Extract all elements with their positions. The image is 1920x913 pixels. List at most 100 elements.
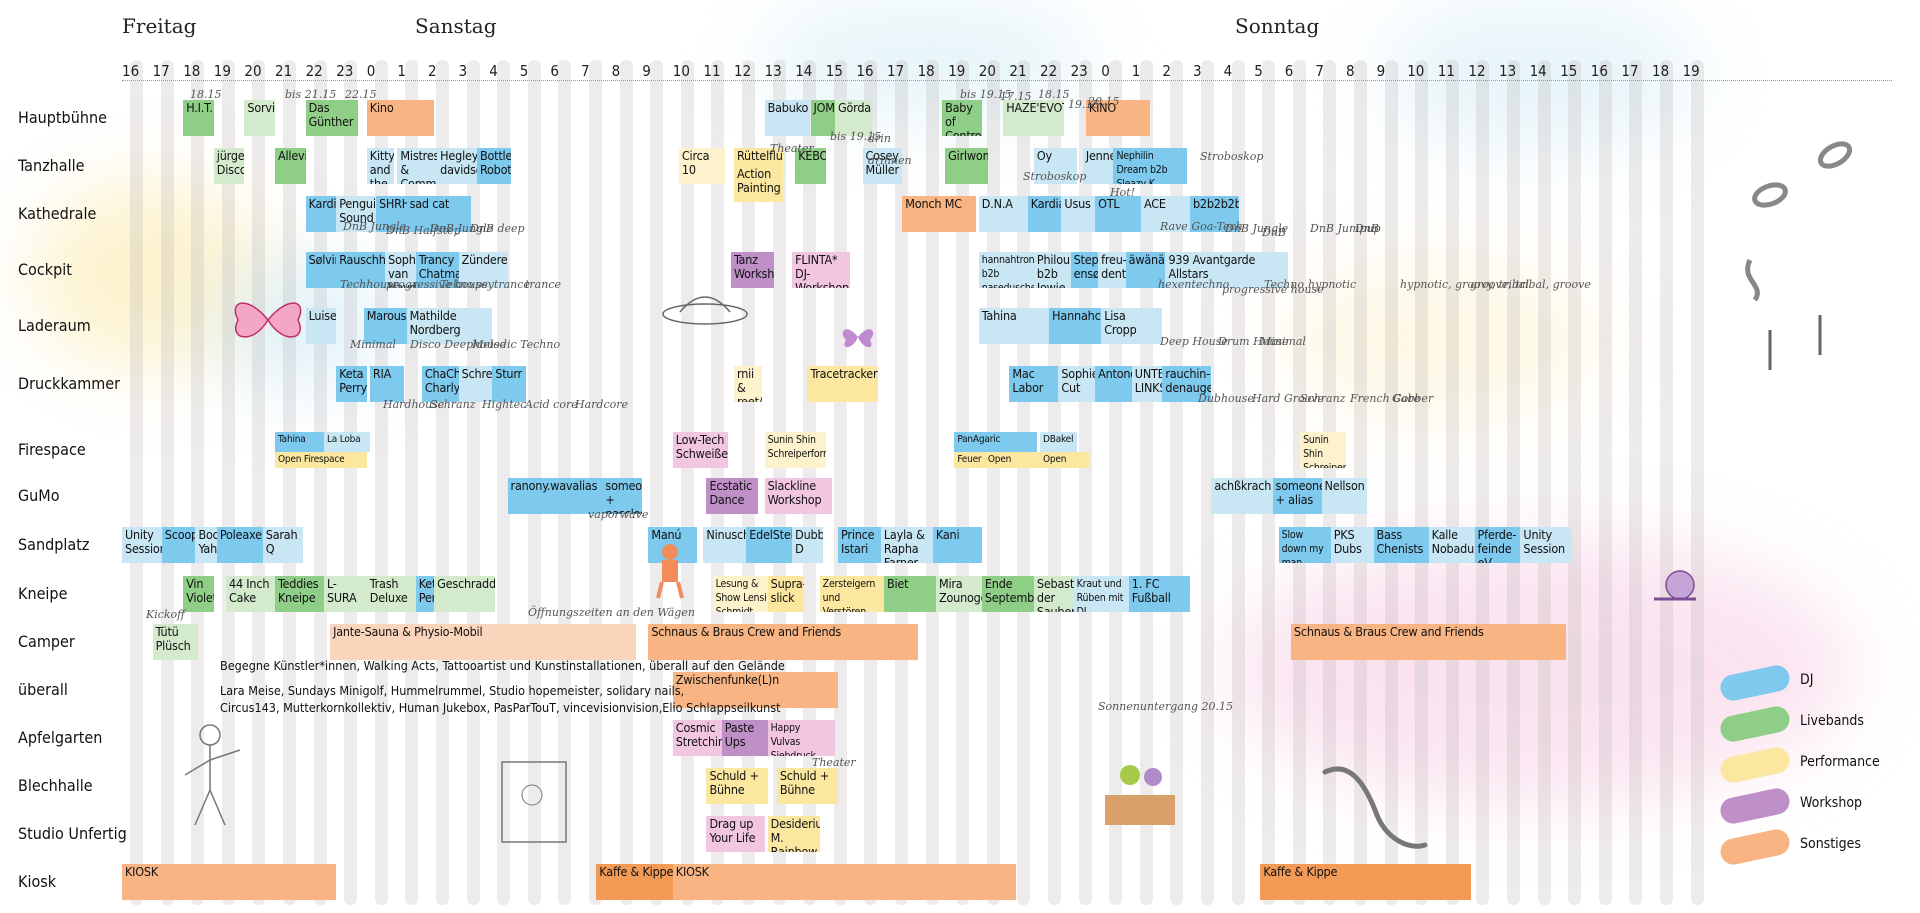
event-block[interactable]: rauchin-denaugen [1162, 366, 1212, 402]
event-block[interactable]: Luise [305, 308, 337, 344]
event-block[interactable]: Layla & Rapha Farner [880, 527, 933, 563]
event-block[interactable]: Desiderius M. Rainbow [767, 816, 820, 852]
event-block[interactable]: Das Günther [305, 100, 358, 136]
event-block[interactable]: Steph-ensøn [1070, 252, 1099, 288]
event-block[interactable]: RIA [369, 366, 404, 402]
event-block[interactable]: UNTEN-LINKS [1131, 366, 1166, 402]
event-block[interactable]: ChaCha Charly [421, 366, 459, 402]
event-block[interactable]: Tütü Plüsch [152, 624, 199, 660]
event-block[interactable]: Trash Deluxe [366, 576, 416, 612]
event-block[interactable]: rnii & reet/ Keflér [734, 366, 762, 402]
event-block[interactable]: Trancy Chatman [415, 252, 459, 288]
event-block[interactable]: Babuko [764, 100, 811, 136]
event-block[interactable]: Antonov [1095, 366, 1132, 402]
event-block[interactable]: äwänä [1125, 252, 1166, 288]
event-block[interactable]: Low-Tech Schweißen [672, 432, 728, 468]
event-block[interactable]: Jante-Sauna & Physio-Mobil [330, 624, 637, 660]
event-block[interactable]: Sunin Shin Schreiperformance [1300, 432, 1346, 468]
event-block[interactable]: Bass Chenists [1373, 527, 1429, 563]
event-block[interactable]: Hegley-davidson [437, 148, 477, 184]
event-block[interactable]: Nephilin Dream b2b Sleazy K [1113, 148, 1187, 184]
event-block[interactable]: Kino [366, 100, 435, 136]
event-block[interactable]: Monch MC [902, 196, 976, 232]
event-block[interactable]: Vin Violet [183, 576, 214, 612]
event-block[interactable]: Pferde-feinde eV. [1474, 527, 1521, 563]
event-block[interactable]: Kardia [305, 196, 337, 232]
event-block[interactable]: hannahtronica b2b nasedusche [978, 252, 1034, 288]
event-block[interactable]: Schnaus & Braus Crew and Friends [1290, 624, 1567, 660]
event-block[interactable]: Poleaxe [216, 527, 263, 563]
event-block[interactable]: Schuld + Bühne [706, 768, 768, 804]
event-block[interactable]: Feuer show [954, 451, 985, 468]
event-block[interactable]: Maroush [363, 308, 407, 344]
event-block[interactable]: Supra-slick [767, 576, 805, 612]
event-block[interactable]: Usus [1061, 196, 1096, 232]
event-block[interactable]: KINO [1085, 100, 1151, 136]
event-block[interactable]: La Loba [323, 432, 370, 452]
event-block[interactable]: Circa 10 [678, 148, 725, 184]
event-block[interactable]: Nellson [1321, 478, 1368, 514]
event-block[interactable]: 939 Avantgarde Allstars [1165, 252, 1288, 288]
event-block[interactable]: Cosmic Stretching [672, 720, 722, 756]
event-block[interactable]: Open Firespace [984, 451, 1040, 468]
event-block[interactable]: Kardia [1027, 196, 1062, 232]
event-block[interactable]: Sebastian der Saubere [1033, 576, 1074, 612]
event-block[interactable]: Ende September [981, 576, 1034, 612]
event-block[interactable]: Prince Istari [838, 527, 881, 563]
event-block[interactable]: Lisa Cropp [1101, 308, 1163, 344]
event-block[interactable]: Alleviated [275, 148, 306, 184]
event-block[interactable]: Baby of Control [942, 100, 982, 136]
event-block[interactable]: PKS Dubs [1330, 527, 1374, 563]
event-block[interactable]: ranony.wavalias [507, 478, 603, 514]
event-block[interactable]: Tahina [978, 308, 1050, 344]
event-block[interactable]: Unity Session [122, 527, 162, 563]
event-block[interactable]: Cosey Müller [862, 148, 903, 184]
event-block[interactable]: OTL [1095, 196, 1141, 232]
event-block[interactable]: Mathilde Nordberg [406, 308, 493, 344]
event-block[interactable]: Sturr [492, 366, 526, 402]
event-block[interactable]: jürgens DiscoTreff [213, 148, 245, 184]
event-block[interactable]: someone + nasclos [602, 478, 643, 514]
event-block[interactable]: KIOSK [672, 864, 1016, 900]
event-block[interactable]: Zünderella [458, 252, 508, 288]
event-block[interactable]: Jenne [1082, 148, 1114, 184]
event-block[interactable]: JOMÉE [810, 100, 837, 136]
event-block[interactable]: Sophie van Hayden [385, 252, 416, 288]
event-block[interactable]: FLINTA* DJ-Workshop [792, 252, 851, 288]
event-block[interactable]: Rauschhaus [336, 252, 386, 288]
event-block[interactable]: Philou b2b Jowie [1033, 252, 1071, 288]
event-block[interactable]: Kitty and the Cat [366, 148, 395, 184]
event-block[interactable]: Slow down my man, looking good [1278, 527, 1331, 563]
event-block[interactable]: 44 Inch Cake [226, 576, 275, 612]
event-block[interactable]: H.I.T. [183, 100, 214, 136]
event-block[interactable]: HAZE'EVOT [1003, 100, 1065, 136]
event-block[interactable]: EdelSteini [746, 527, 793, 563]
event-block[interactable]: Hannahconda [1049, 308, 1102, 344]
event-block[interactable]: Girlwoman [945, 148, 988, 184]
event-block[interactable]: SHRH [375, 196, 407, 232]
event-block[interactable]: KIOSK [122, 864, 337, 900]
event-block[interactable]: KEBOO [795, 148, 826, 184]
event-block[interactable]: DBakel [1040, 432, 1077, 452]
event-block[interactable]: Tracetracker [807, 366, 878, 402]
event-block[interactable]: D.N.A [978, 196, 1028, 232]
event-block[interactable]: Lesung & Show Lensi Schmidt [712, 576, 771, 612]
event-block[interactable]: Geschraddel [434, 576, 496, 612]
event-block[interactable]: Biet [883, 576, 936, 612]
event-block[interactable]: Unity Session [1520, 527, 1573, 563]
event-block[interactable]: Mistress & Commander [397, 148, 438, 184]
event-block[interactable]: Teddies Kneipe [275, 576, 324, 612]
event-block[interactable]: Ninusch [703, 527, 747, 563]
event-block[interactable]: Open Firespace [1040, 451, 1089, 468]
event-block[interactable]: Tahina [275, 432, 324, 452]
event-block[interactable]: Kraut und Rüben mit DJ Gameboy Color [1073, 576, 1129, 612]
event-block[interactable]: Sunin Shin Schreiperformance [764, 432, 826, 468]
event-block[interactable]: Mira Zounogo [935, 576, 982, 612]
event-block[interactable]: Kalle Nobadub [1428, 527, 1475, 563]
event-block[interactable]: Sølvind [305, 252, 337, 288]
event-block[interactable]: Paste Ups [721, 720, 768, 756]
event-block[interactable]: Zersteigern und Verstören [819, 576, 884, 612]
event-block[interactable]: sad cat [406, 196, 471, 232]
event-block[interactable]: Sorvina [244, 100, 275, 136]
event-block[interactable]: Drag up Your Life [706, 816, 765, 852]
